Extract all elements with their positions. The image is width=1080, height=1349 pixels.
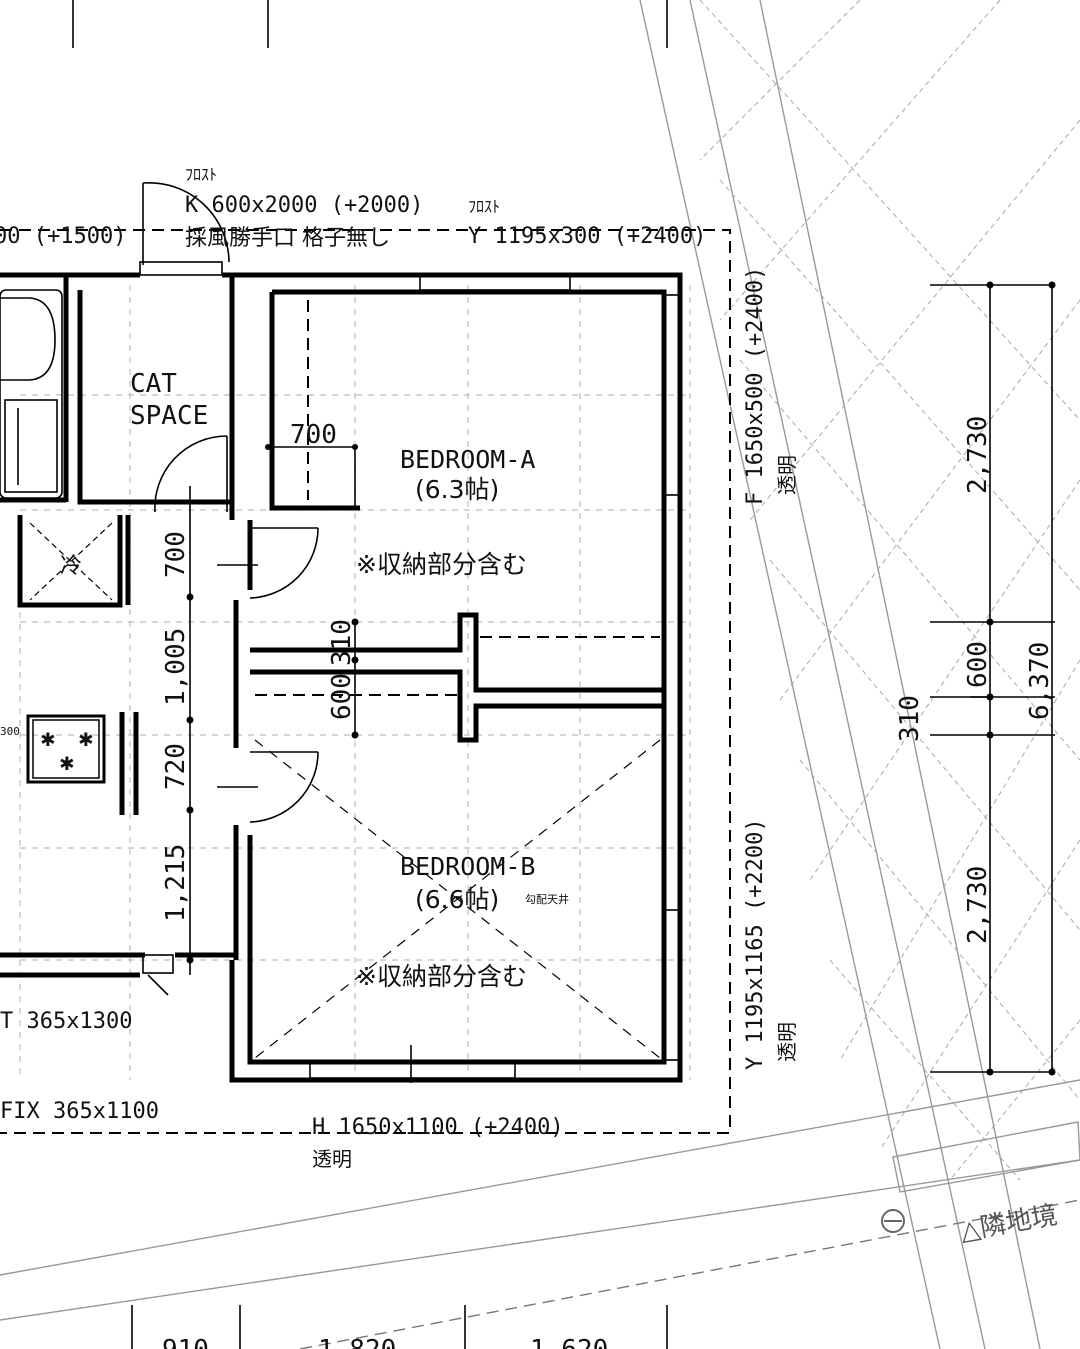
room-labels: CAT SPACE 冷 BEDROOM-A (6.3帖) ※収納部分含む BED… xyxy=(60,369,569,991)
door-k-label: K 600x2000 (+2000) xyxy=(185,193,423,218)
window-labels: ﾌﾛｽﾄ K 600x2000 (+2000) 採風勝手口 格子無し ﾌﾛｽﾄ … xyxy=(0,165,799,1171)
doors xyxy=(142,181,319,996)
boundary-label: △隣地境 xyxy=(958,1200,1060,1247)
mid-600-label: 600 xyxy=(327,673,357,720)
bedroom-a-size: (6.3帖) xyxy=(415,475,499,504)
left-1005-label: 1,005 xyxy=(161,628,191,706)
svg-text:✱: ✱ xyxy=(60,748,74,776)
window-f-right-label: F 1650x500 (+2400) xyxy=(743,267,768,505)
window-fix-left-label: FIX 365x1100 xyxy=(0,1099,159,1124)
eaves-outline xyxy=(0,229,731,1134)
closet-700-label: 700 xyxy=(290,420,337,450)
left-dimension-line xyxy=(186,486,194,975)
closet-hidden-lines xyxy=(255,300,660,696)
window-frames xyxy=(139,261,680,1083)
window-h-bottom-label: H 1650x1100 (+2400) xyxy=(312,1115,564,1140)
right-600-label: 600 xyxy=(963,641,993,688)
walls xyxy=(0,272,683,1083)
svg-text:✱: ✱ xyxy=(41,724,55,752)
left-1215-label: 1,215 xyxy=(161,844,191,922)
left-720-label: 720 xyxy=(161,743,191,790)
door-k-note: 採風勝手口 格子無し xyxy=(185,226,390,251)
right-2730-top-label: 2,730 xyxy=(963,416,993,494)
bedroom-b-label: BEDROOM-B xyxy=(400,852,535,881)
bedroom-a-note: ※収納部分含む xyxy=(356,550,527,579)
cat-space-label-1: CAT xyxy=(130,369,177,399)
bedroom-b-note: ※収納部分含む xyxy=(356,962,527,991)
window-t-left-label: T 365x1300 xyxy=(0,1009,132,1034)
top-ticks xyxy=(72,0,668,48)
right-dimension-lines xyxy=(930,281,1056,1076)
bedroom-a-label: BEDROOM-A xyxy=(400,445,535,474)
bottom-1820-label: 1,820 xyxy=(318,1335,396,1349)
bottom-1620-label: 1,620 xyxy=(530,1335,608,1349)
sloped-ceiling-lines xyxy=(254,739,661,1059)
right-2730-bottom-label: 2,730 xyxy=(963,866,993,944)
module-grid xyxy=(19,285,691,1080)
window-left-top-label: 00 (+1500) xyxy=(0,224,126,249)
stove-icon: ✱ ✱ ✱ xyxy=(26,714,106,784)
frost-label-1: ﾌﾛｽﾄ xyxy=(185,165,217,184)
window-y-right-label: Y 1195x1165 (+2200) xyxy=(743,818,768,1070)
window-h-bottom-note: 透明 xyxy=(312,1147,352,1171)
window-y-right-note: 透明 xyxy=(775,1022,799,1062)
bedroom-b-ceiling: 勾配天井 xyxy=(525,892,569,906)
bottom-ticks xyxy=(131,1305,668,1349)
fridge-box xyxy=(29,522,113,601)
mid-310-label: 310 xyxy=(327,619,357,666)
mid-dimension-line xyxy=(351,618,359,739)
right-6370-label: 6,370 xyxy=(1025,642,1055,720)
right-310-label: 310 xyxy=(895,695,925,742)
bottom-910-label: 910 xyxy=(162,1335,209,1349)
left-700-label: 700 xyxy=(161,531,191,578)
window-f-right-note: 透明 xyxy=(775,455,799,495)
frost-label-2: ﾌﾛｽﾄ xyxy=(468,197,500,216)
fridge-label: 冷 xyxy=(60,554,82,579)
svg-text:✱: ✱ xyxy=(79,724,93,752)
bathtub-fixture xyxy=(0,289,63,499)
window-y-top-label: Y 1195x300 (+2400) xyxy=(468,224,706,249)
cat-space-label-2: SPACE xyxy=(130,401,208,431)
bedroom-b-size: (6.6帖) xyxy=(415,885,499,914)
dimension-labels: 700 700 1,005 720 1,215 310 600 2,730 60… xyxy=(161,416,1055,1349)
tiny-left-label: 300 xyxy=(0,725,20,738)
